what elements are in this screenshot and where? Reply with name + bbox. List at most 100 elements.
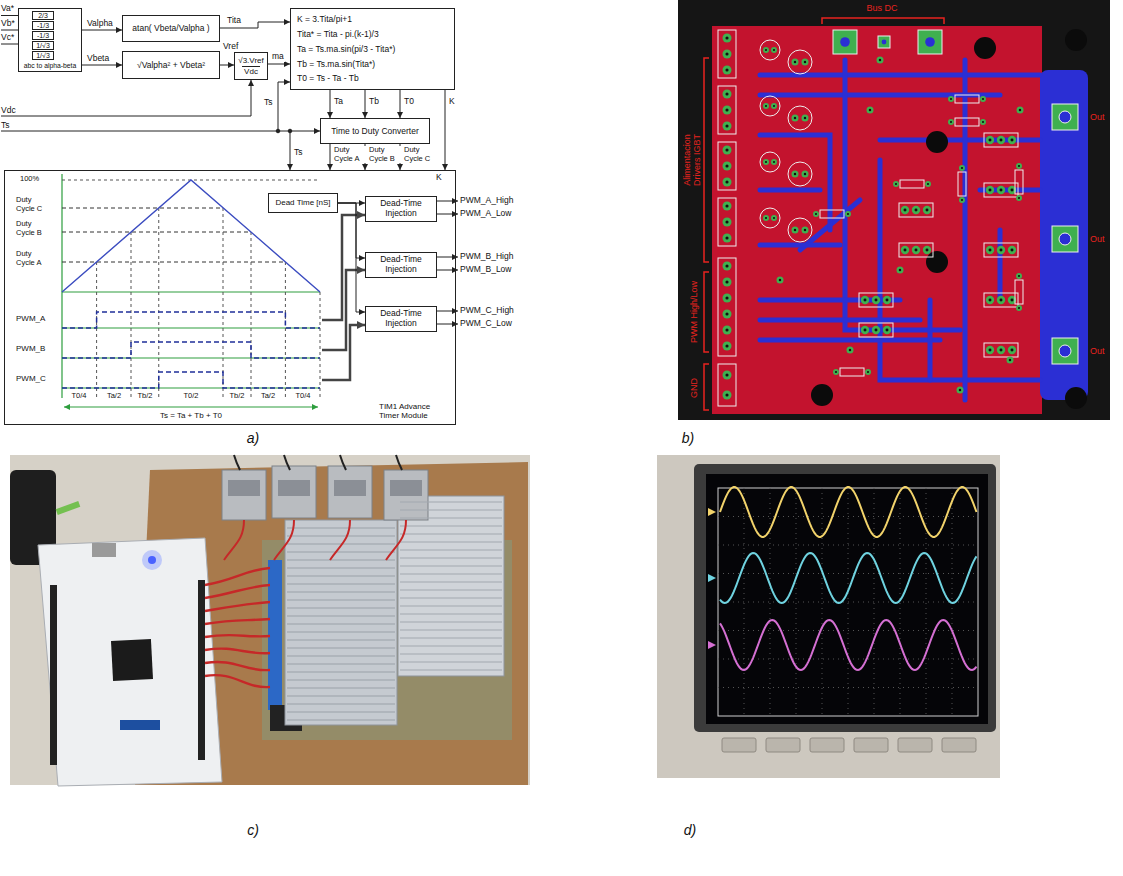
sine-trace	[720, 553, 977, 603]
signal-label: Ts	[294, 148, 303, 158]
formula: √Valpha² + Vbeta²	[137, 60, 205, 70]
drill-hole	[904, 249, 907, 252]
heat-sink-fin	[400, 518, 502, 519]
gain-box: 2/3	[32, 11, 54, 20]
capacitor-outline	[788, 50, 812, 74]
drill-hole	[765, 217, 767, 219]
panel-label: b)	[682, 430, 694, 446]
gain-box: 1/√3	[32, 41, 54, 50]
oscilloscope-panel	[657, 455, 1000, 778]
solder-pad	[883, 326, 891, 334]
signal-connector	[330, 144, 331, 170]
solder-pad	[901, 206, 909, 214]
capacitor-outline	[788, 106, 812, 130]
drill-hole	[982, 121, 984, 123]
solder-pad	[901, 246, 909, 254]
pcb-trace	[760, 188, 820, 193]
power-terminal	[833, 30, 857, 54]
morpho-header	[50, 585, 57, 765]
pcb-annotation: Bus DC	[866, 3, 897, 13]
transformer	[222, 470, 266, 520]
heat-sink-fin	[400, 630, 502, 631]
drill-hole	[1000, 139, 1003, 142]
pcb-trace	[998, 230, 1003, 300]
pwm-feed-arrow	[322, 325, 365, 380]
solder-pad	[763, 215, 769, 221]
box-label: Time to Duty Converter	[331, 126, 419, 136]
signal-connector	[220, 65, 234, 66]
solder-pad	[847, 347, 854, 354]
drill-hole	[886, 329, 889, 332]
heat-sink-fin	[287, 640, 395, 641]
timer-module: TIM1 Advance Timer ModuleDead Time [nS]D…	[4, 170, 456, 425]
formula: Ta = Ts.ma.sin(pi/3 - Tita*)	[297, 44, 395, 54]
solder-pad	[771, 47, 777, 53]
vdc-wire	[1, 80, 251, 116]
signal-connector	[82, 30, 122, 31]
signal-label: Vref	[222, 42, 239, 52]
drill-hole	[725, 220, 728, 223]
heat-sink-fin	[400, 510, 502, 511]
output-terminal	[1052, 338, 1078, 364]
heat-sink-fin	[400, 526, 502, 527]
drill-hole	[773, 105, 775, 107]
signal-label: Duty Cycle C	[16, 196, 50, 213]
formula: atan( Vbeta/Valpha )	[132, 23, 209, 33]
signal-label: Tita	[226, 16, 242, 26]
drill-hole	[926, 209, 929, 212]
drill-hole	[835, 371, 837, 373]
copper-pour	[712, 26, 1042, 414]
solder-pad	[986, 296, 994, 304]
solder-pad	[883, 296, 891, 304]
drill-hole	[847, 213, 849, 215]
signal-label: Tb	[368, 97, 380, 107]
capacitor-outline	[760, 96, 780, 116]
bracket	[704, 364, 709, 410]
process-box: Dead-Time Injection	[365, 196, 437, 222]
pcb-annotation: PWM High/Low	[689, 281, 699, 343]
drill-hole	[989, 249, 992, 252]
signal-label: T0	[403, 97, 415, 107]
solder-pad	[723, 371, 732, 380]
heat-sink-fin	[400, 662, 502, 663]
pwm-waveform	[62, 372, 320, 388]
drill-hole	[886, 299, 889, 302]
transistor-footprint	[984, 243, 1018, 257]
solder-pad	[959, 197, 965, 203]
drill-hole	[895, 183, 897, 185]
drill-hole	[815, 213, 817, 215]
solder-pad	[723, 106, 732, 115]
solder-pad	[723, 202, 732, 211]
drill-hole	[1018, 275, 1020, 277]
junction-dot	[276, 129, 280, 133]
solder-pad	[723, 146, 732, 155]
solder-pad	[997, 346, 1005, 354]
formula: Tita* = Tita - pi.(k-1)/3	[297, 29, 379, 39]
heat-sink-fin	[287, 624, 395, 625]
scope-screen	[706, 474, 988, 724]
solder-pad	[763, 47, 769, 53]
drill-hole	[899, 269, 901, 271]
drill-hole	[725, 204, 728, 207]
transistor-footprint	[984, 133, 1018, 147]
signal-label: Valpha	[86, 19, 114, 29]
pcb-trace	[760, 338, 940, 343]
signal-connector	[82, 65, 122, 66]
solder-pad	[997, 136, 1005, 144]
solder-pad	[1017, 107, 1024, 114]
red-wire	[386, 520, 406, 560]
drill-hole	[725, 344, 728, 347]
drill-hole	[989, 189, 992, 192]
drill-hole	[725, 124, 728, 127]
transistor-footprint	[899, 243, 933, 257]
heat-sink-fin	[400, 590, 502, 591]
red-wire	[205, 662, 270, 670]
terminal-block	[718, 198, 736, 246]
resistor-outline	[1015, 280, 1023, 304]
signal-label: Ts	[1, 121, 10, 131]
signal-label: Ta/2	[261, 392, 275, 401]
formula: √3.Vref	[238, 56, 263, 66]
signal-label: PWM_B_Low	[460, 265, 512, 275]
solder-pad	[923, 246, 931, 254]
transformer	[272, 466, 316, 518]
